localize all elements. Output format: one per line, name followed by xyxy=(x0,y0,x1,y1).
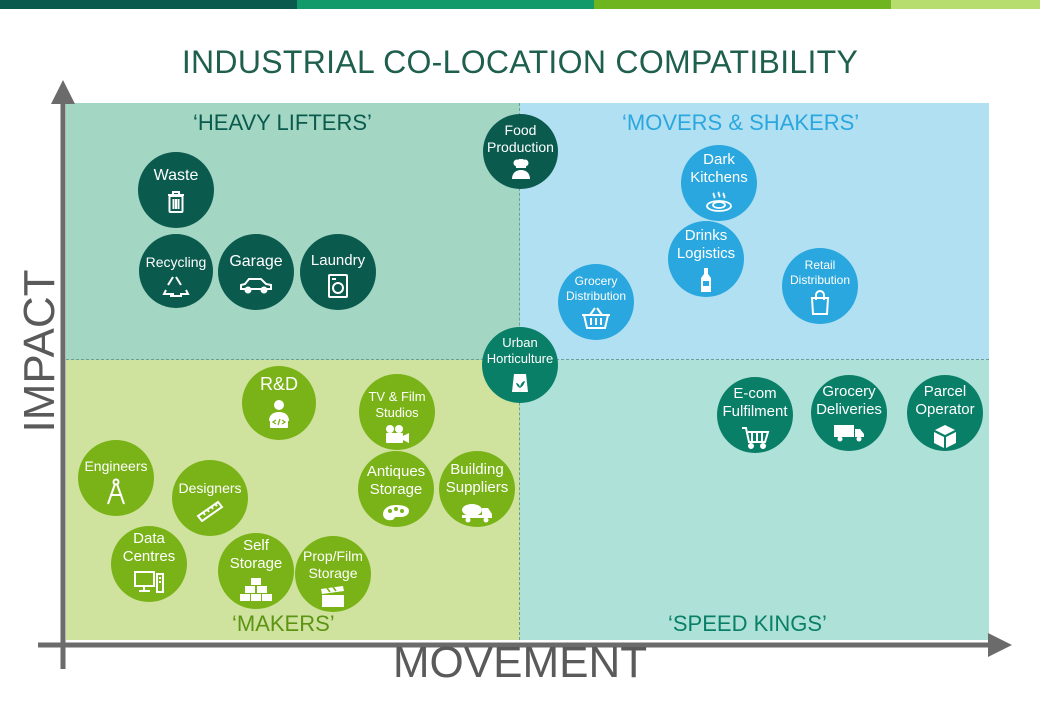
x-axis-arrow xyxy=(988,633,1012,657)
boxes-icon xyxy=(239,577,273,601)
bubble-label: R&D xyxy=(259,374,298,394)
ruler-icon xyxy=(195,500,225,523)
car-icon xyxy=(238,275,274,295)
quadrant-label-movers-shakers: ‘MOVERS & SHAKERS’ xyxy=(622,110,860,135)
bubble-label: Building Suppliers xyxy=(445,461,509,497)
bubble-label: Food Production xyxy=(487,122,554,156)
bottle-icon xyxy=(699,267,713,293)
bubble-label: Grocery Distribution xyxy=(565,274,627,303)
bubble-antiques-storage: Antiques Storage xyxy=(358,451,434,527)
shopping-bag-icon xyxy=(809,290,831,316)
diagram-title: INDUSTRIAL CO-LOCATION COMPATIBILITY xyxy=(181,44,859,80)
parcel-icon xyxy=(932,423,958,449)
quadrant-label-heavy-lifters: ‘HEAVY LIFTERS’ xyxy=(193,110,372,135)
bubble-dark-kitchens: Dark Kitchens xyxy=(681,145,757,221)
bubble-parcel-operator: Parcel Operator xyxy=(907,375,983,451)
washing-machine-icon xyxy=(327,273,349,299)
top-bar-segment xyxy=(0,0,297,9)
bubble-rnd: R&D xyxy=(242,366,316,440)
quadrant-heavy-lifters xyxy=(66,103,520,360)
top-bar-segment xyxy=(594,0,891,9)
bubble-label: TV & Film Studios xyxy=(368,389,426,420)
trash-icon xyxy=(164,189,188,215)
bubble-label: E-com Fulfilment xyxy=(722,385,788,421)
bubble-building-suppliers: Building Suppliers xyxy=(439,451,515,527)
film-camera-icon xyxy=(383,424,411,444)
quadrant-label-makers: ‘MAKERS’ xyxy=(232,611,335,636)
bubble-label: Recycling xyxy=(145,254,207,270)
chef-icon xyxy=(510,159,532,180)
clapperboard-icon xyxy=(319,585,347,609)
bubble-label: Antiques Storage xyxy=(366,463,426,499)
bubble-label: Grocery Deliveries xyxy=(816,383,882,419)
food-dish-icon xyxy=(704,190,734,213)
palette-icon xyxy=(381,503,411,523)
bubble-laundry: Laundry xyxy=(300,234,376,310)
compass-icon xyxy=(105,478,127,506)
bubble-label: Parcel Operator xyxy=(915,383,975,419)
bubble-designers: Designers xyxy=(172,460,248,536)
bubble-label: Designers xyxy=(178,480,242,496)
y-axis-arrow xyxy=(51,80,75,104)
computer-icon xyxy=(133,570,165,594)
bubble-label: Prop/Film Storage xyxy=(303,548,363,582)
bubble-tv-film-studios: TV & Film Studios xyxy=(359,374,435,450)
y-axis-label: IMPACT xyxy=(15,269,64,433)
delivery-truck-icon xyxy=(832,423,866,443)
bubble-data-centres: Data Centres xyxy=(111,526,187,602)
bubble-label: Engineers xyxy=(84,458,148,474)
bubble-food-production: Food Production xyxy=(483,114,558,189)
basket-icon xyxy=(580,306,612,330)
bubble-label: Retail Distribution xyxy=(789,258,851,287)
cement-truck-icon xyxy=(460,501,494,523)
bubble-prop-film-storage: Prop/Film Storage xyxy=(295,536,371,612)
bubble-label: Laundry xyxy=(310,252,366,269)
bubble-label: Dark Kitchens xyxy=(690,151,748,187)
top-bar-segment xyxy=(891,0,1040,9)
bubble-label: Urban Horticulture xyxy=(486,335,554,366)
bubble-ecom-fulfilment: E-com Fulfilment xyxy=(717,377,793,453)
bubble-retail-distribution: Retail Distribution xyxy=(782,248,858,324)
bubble-engineers: Engineers xyxy=(78,440,154,516)
bubble-garage: Garage xyxy=(218,234,294,310)
bubble-label: Waste xyxy=(153,167,199,184)
top-color-bar xyxy=(0,0,1040,9)
bubble-self-storage: Self Storage xyxy=(218,533,294,609)
bubble-label: Data Centres xyxy=(122,530,176,566)
developer-icon xyxy=(265,399,293,429)
bubble-waste: Waste xyxy=(138,152,214,228)
x-axis-label: MOVEMENT xyxy=(392,638,648,687)
quadrant-label-speed-kings: ‘SPEED KINGS’ xyxy=(668,611,827,636)
bubble-grocery-deliveries: Grocery Deliveries xyxy=(811,375,887,451)
bubble-drinks-logistics: Drinks Logistics xyxy=(668,221,744,297)
bubble-grocery-distribution: Grocery Distribution xyxy=(558,264,634,340)
bubble-label: Self Storage xyxy=(229,537,283,573)
bubble-label: Garage xyxy=(229,253,283,270)
bubble-recycling: Recycling xyxy=(139,234,213,308)
seed-bag-icon xyxy=(510,370,530,394)
top-bar-segment xyxy=(297,0,594,9)
bubble-label: Drinks Logistics xyxy=(676,227,736,263)
shopping-cart-icon xyxy=(740,425,770,449)
recycle-icon xyxy=(161,274,191,300)
bubble-urban-horticulture: Urban Horticulture xyxy=(482,327,558,403)
